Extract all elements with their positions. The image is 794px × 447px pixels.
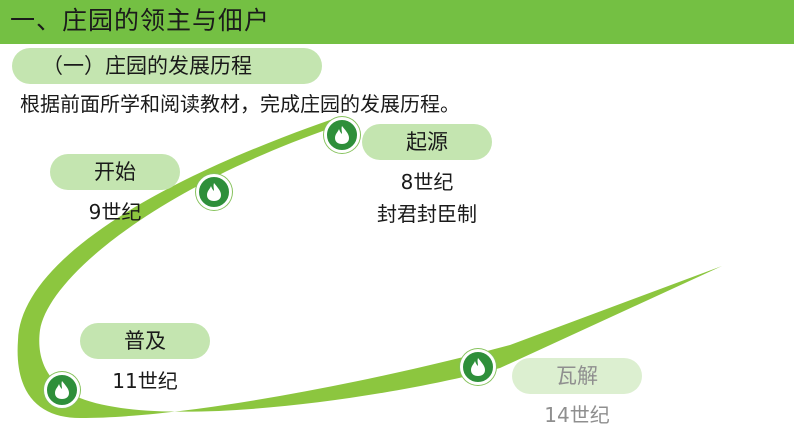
node-spread[interactable]: [44, 372, 80, 408]
stage-origin-century: 8世纪: [400, 170, 454, 194]
node-start[interactable]: [196, 174, 232, 210]
instruction-text: 根据前面所学和阅读教材，完成庄园的发展历程。: [20, 92, 460, 116]
node-origin[interactable]: [324, 117, 360, 153]
leaf-flame-icon: [335, 126, 349, 144]
stage-spread-century: 11世纪: [112, 369, 178, 393]
node-decline[interactable]: [460, 349, 496, 385]
section-heading-pill: （一）庄园的发展历程: [12, 48, 322, 84]
leaf-flame-icon: [207, 183, 221, 201]
timeline-ribbon: [17, 120, 722, 418]
page-title: 一、庄园的领主与佃户: [10, 6, 271, 35]
title-bar: 一、庄园的领主与佃户: [0, 0, 794, 44]
stage-decline-label: 瓦解: [512, 358, 642, 394]
stage-start-label: 开始: [50, 154, 180, 190]
leaf-flame-icon: [471, 358, 485, 376]
stage-origin-label: 起源: [362, 124, 492, 160]
section-heading: （一）庄园的发展历程: [42, 54, 252, 78]
stage-origin-note: 封君封臣制: [377, 202, 477, 226]
stage-decline-century: 14世纪: [544, 403, 610, 427]
stage-start-century: 9世纪: [88, 200, 142, 224]
stage-spread-label: 普及: [80, 323, 210, 359]
leaf-flame-icon: [55, 381, 69, 399]
